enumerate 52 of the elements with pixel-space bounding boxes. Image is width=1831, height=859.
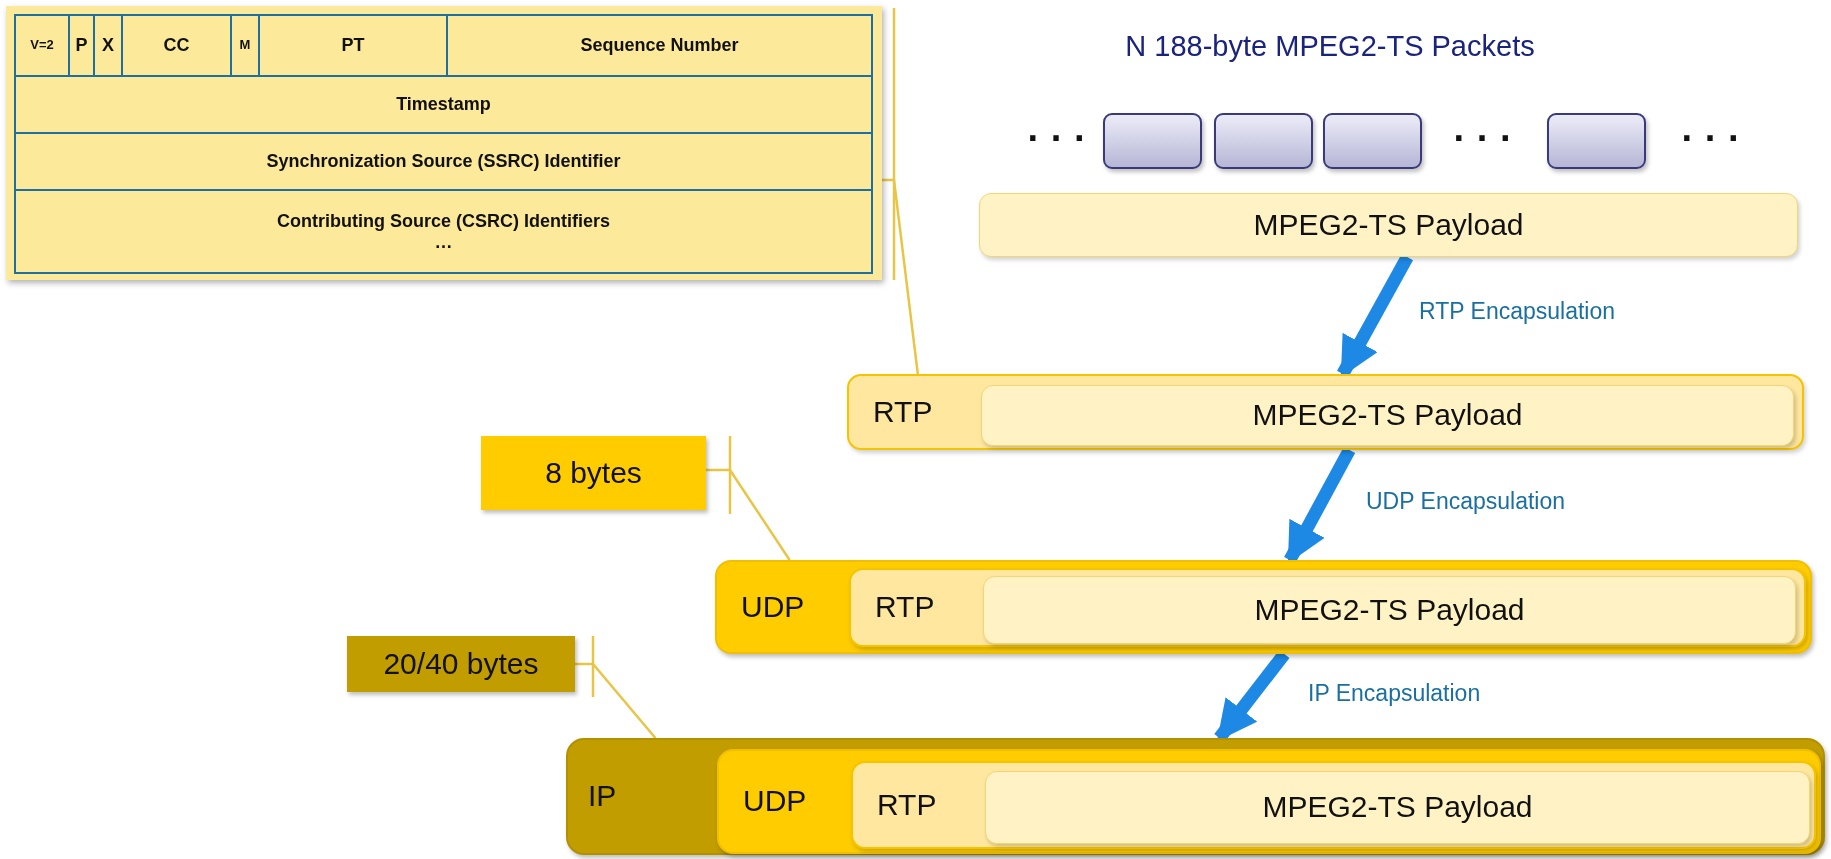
header-field bbox=[14, 14, 70, 77]
ts-packet bbox=[1214, 113, 1313, 169]
ellipsis-dots: · · · bbox=[1026, 118, 1088, 158]
field-label: Timestamp bbox=[396, 94, 491, 115]
rtp-header-table bbox=[6, 6, 882, 280]
bar-label: UDP bbox=[743, 784, 807, 819]
field-label: Sequence Number bbox=[580, 35, 739, 56]
payload-bar bbox=[985, 771, 1810, 844]
ellipsis-dots: · · · bbox=[1452, 118, 1514, 158]
bar-label: MPEG2-TS Payload bbox=[1254, 592, 1525, 628]
field-label: X bbox=[102, 35, 114, 56]
payload-bar bbox=[981, 385, 1794, 446]
header-field bbox=[446, 14, 873, 77]
field-label: PT bbox=[341, 35, 365, 56]
leader-line bbox=[575, 662, 657, 739]
leader-line bbox=[706, 468, 791, 561]
ip-packet-bar bbox=[566, 738, 1825, 855]
size-callout bbox=[347, 636, 575, 692]
callout-text: 8 bytes bbox=[545, 455, 642, 491]
field-label: Synchronization Source (SSRC) Identifier bbox=[266, 151, 621, 172]
field-label: M bbox=[239, 38, 251, 53]
field-label: … bbox=[434, 231, 453, 253]
ellipsis-dots: · · · bbox=[1680, 118, 1742, 158]
udp-datagram-bar bbox=[717, 749, 1821, 854]
header-field bbox=[14, 189, 873, 274]
callout-text: 20/40 bytes bbox=[383, 646, 539, 682]
payload-bar bbox=[979, 193, 1798, 257]
ts-packet bbox=[1323, 113, 1422, 169]
field-label: V=2 bbox=[30, 38, 54, 53]
rtp-packet-bar bbox=[851, 761, 1816, 849]
field-label: Contributing Source (CSRC) Identifiers bbox=[277, 210, 610, 232]
udp-datagram-bar bbox=[715, 560, 1812, 654]
rtp-packet-bar bbox=[849, 568, 1806, 647]
bar-label: RTP bbox=[875, 590, 935, 625]
bar-label: UDP bbox=[741, 589, 805, 625]
field-label: CC bbox=[163, 35, 190, 56]
diagram-title: N 188-byte MPEG2-TS Packets bbox=[1124, 30, 1536, 63]
bar-label: MPEG2-TS Payload bbox=[1253, 207, 1524, 243]
size-callout bbox=[481, 436, 706, 510]
bar-label: MPEG2-TS Payload bbox=[1252, 398, 1523, 433]
bar-label: IP bbox=[588, 779, 617, 814]
bar-label: RTP bbox=[877, 787, 937, 823]
ts-packet bbox=[1547, 113, 1646, 169]
payload-bar bbox=[983, 576, 1796, 644]
leader-line bbox=[882, 178, 920, 375]
bar-label: RTP bbox=[873, 394, 933, 430]
ts-packet bbox=[1103, 113, 1202, 169]
rtp-packet-bar bbox=[847, 374, 1804, 450]
field-label: P bbox=[75, 35, 88, 56]
bar-label: MPEG2-TS Payload bbox=[1262, 790, 1533, 825]
header-field bbox=[14, 132, 873, 191]
header-field bbox=[14, 75, 873, 134]
